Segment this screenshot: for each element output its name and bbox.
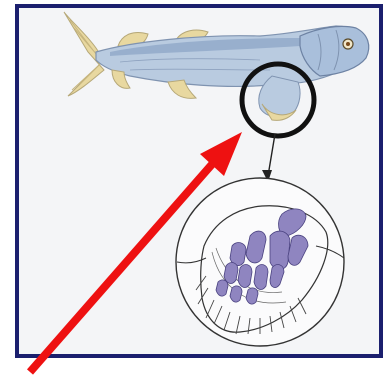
fish-illustration bbox=[64, 12, 369, 120]
down-arrow-connector bbox=[262, 134, 275, 182]
fin-bone-inset bbox=[176, 178, 344, 346]
